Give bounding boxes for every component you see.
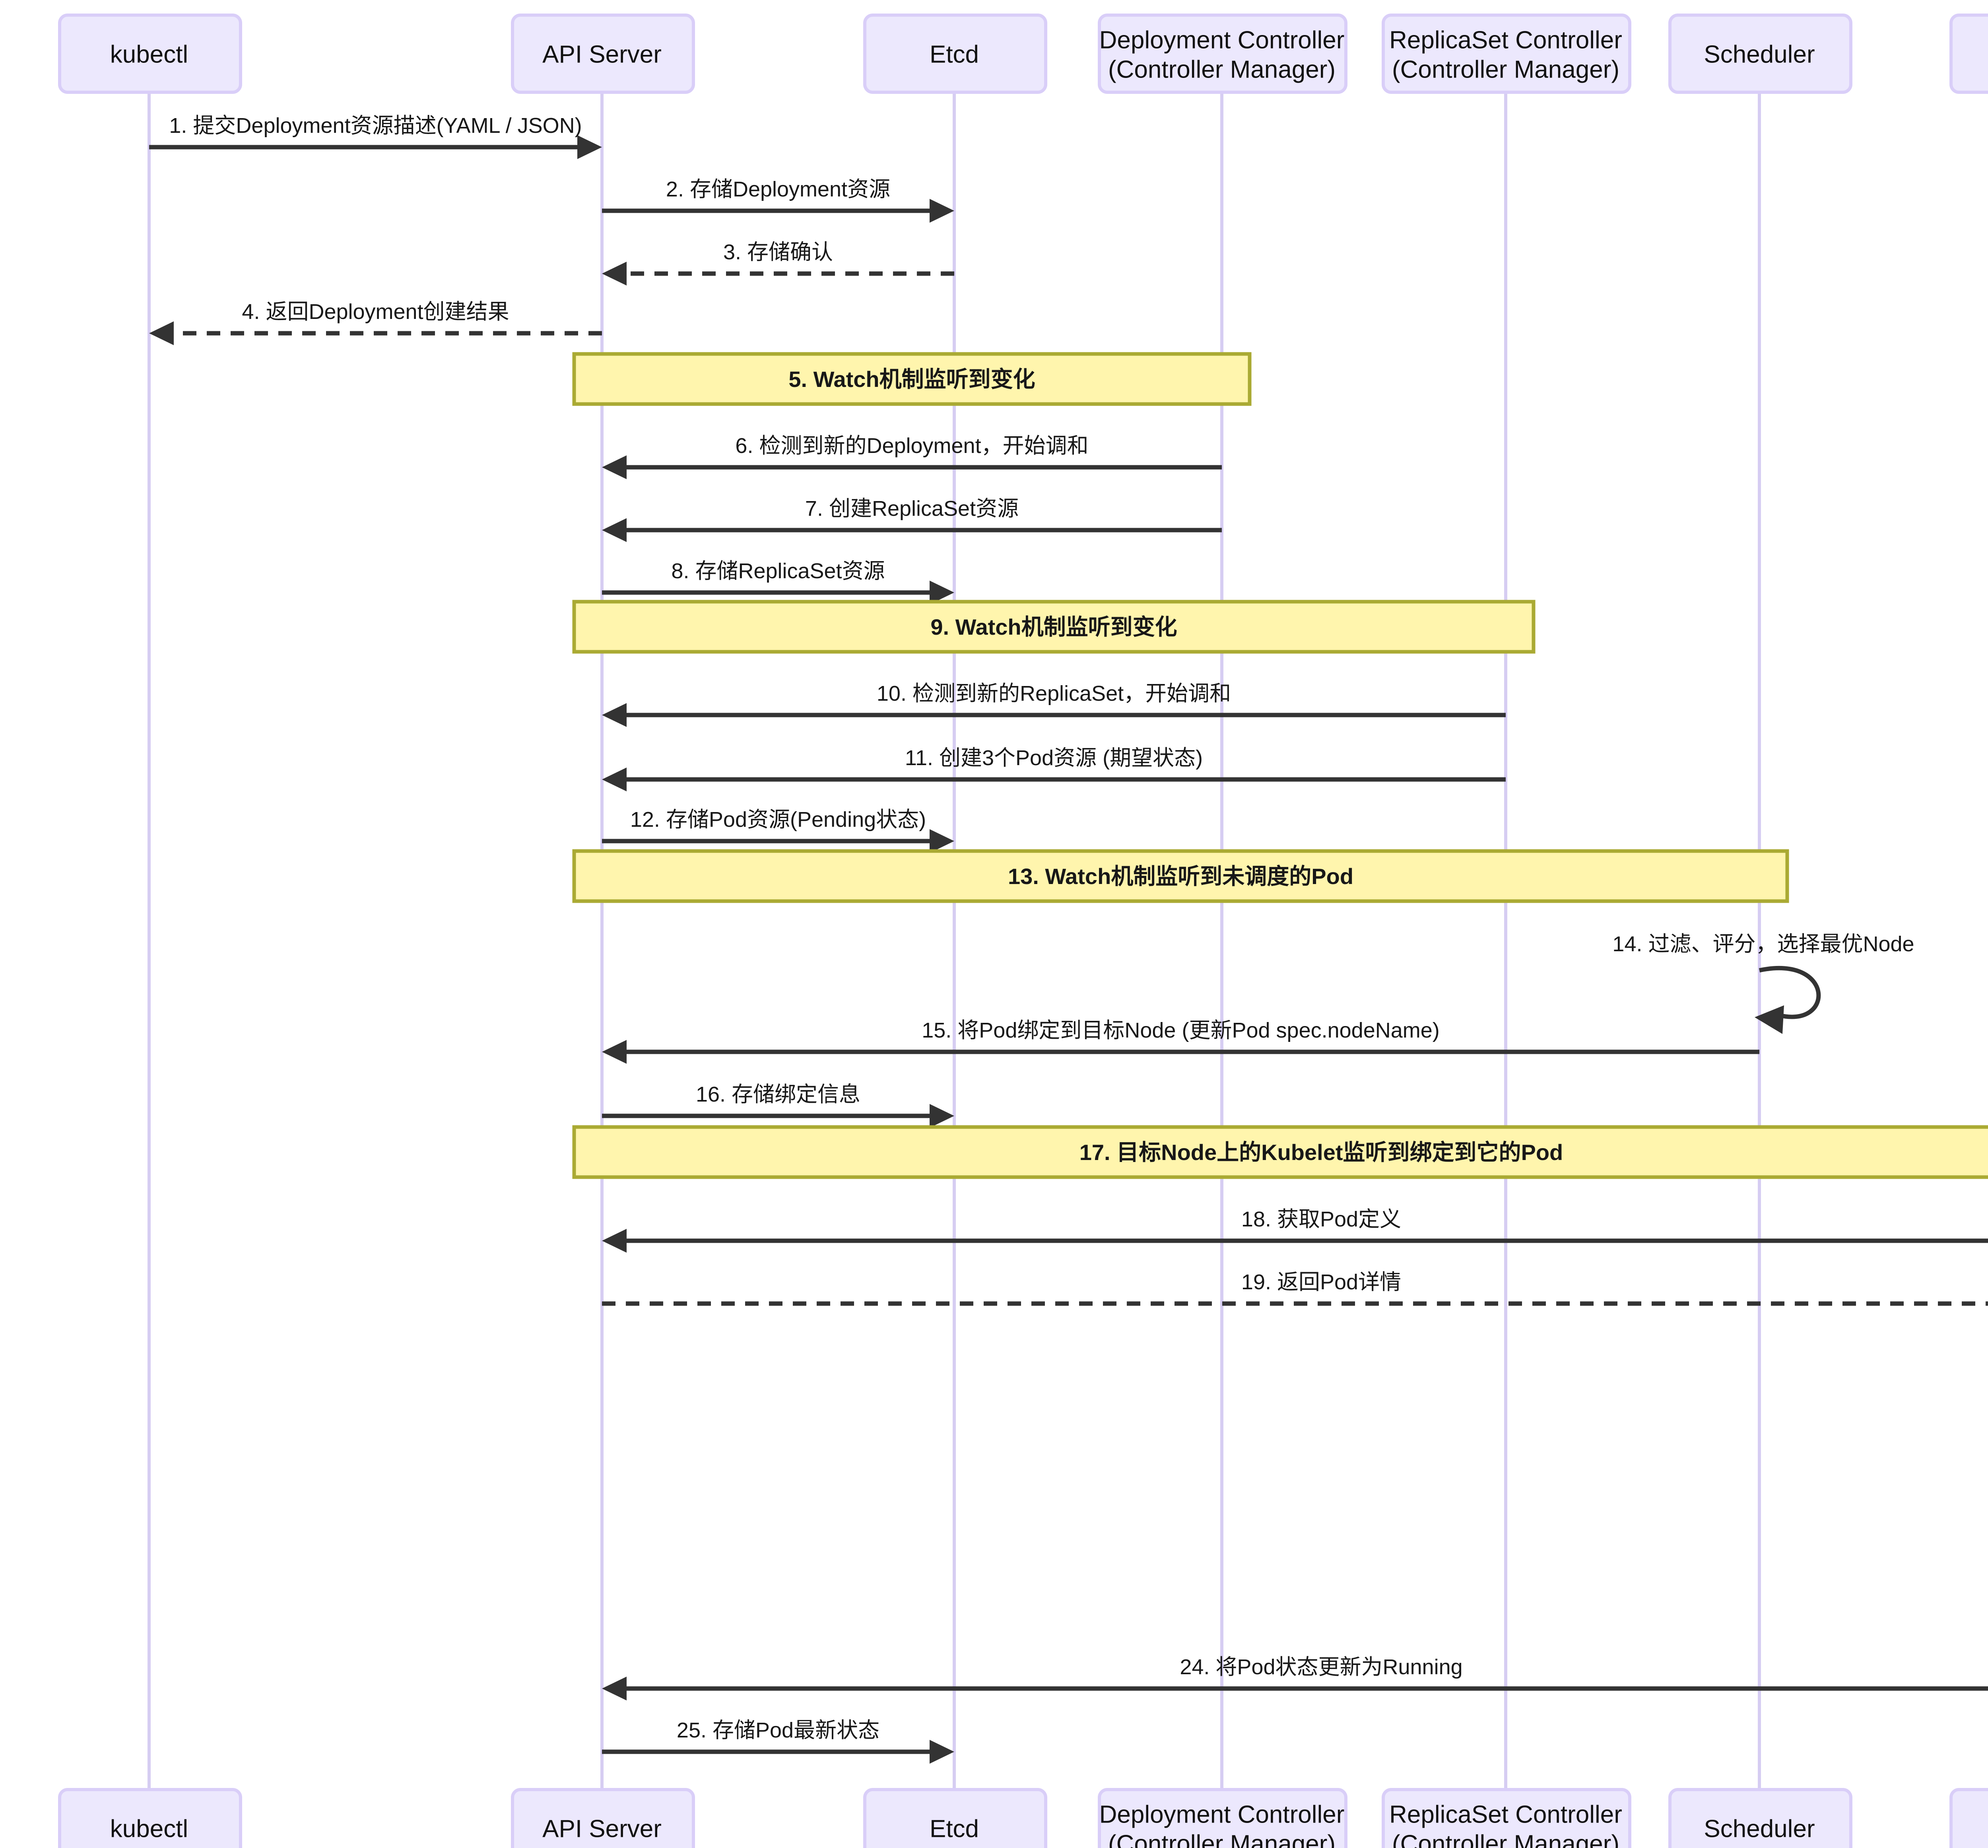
participant-footer-kubelet[interactable]: Kubelet — [1949, 1788, 1988, 1848]
arrow-head — [602, 1040, 627, 1064]
message-11[interactable]: 11. 创建3个Pod资源 (期望状态) — [602, 746, 1506, 791]
message-label: 1. 提交Deployment资源描述(YAML / JSON) — [169, 114, 582, 138]
arrow-head — [930, 1104, 954, 1128]
participant-header-kubelet[interactable]: Kubelet — [1949, 14, 1988, 94]
self-loop-arc — [1759, 966, 1821, 1019]
participant-header-deployctl[interactable]: Deployment Controller(Controller Manager… — [1098, 14, 1347, 94]
note-label: 5. Watch机制监听到变化 — [788, 367, 1035, 392]
message-label: 3. 存储确认 — [723, 240, 833, 264]
participant-label: ReplicaSet Controller — [1389, 1801, 1622, 1828]
arrow-head — [602, 768, 627, 791]
message-3[interactable]: 3. 存储确认 — [602, 240, 954, 286]
participant-sublabel: (Controller Manager) — [1392, 56, 1619, 83]
message-6[interactable]: 6. 检测到新的Deployment，开始调和 — [602, 434, 1222, 479]
message-label: 6. 检测到新的Deployment，开始调和 — [735, 434, 1088, 458]
message-24[interactable]: 24. 将Pod状态更新为Running — [602, 1655, 1988, 1700]
message-label: 7. 创建ReplicaSet资源 — [805, 497, 1019, 521]
message-label: 25. 存储Pod最新状态 — [677, 1718, 879, 1742]
arrow-head — [930, 829, 954, 853]
participant-label: ReplicaSet Controller — [1389, 26, 1622, 54]
arrow-head — [602, 262, 627, 286]
message-label: 12. 存储Pod资源(Pending状态) — [630, 808, 926, 832]
participant-sublabel: (Controller Manager) — [1108, 1830, 1336, 1848]
message-4[interactable]: 4. 返回Deployment创建结果 — [149, 300, 602, 345]
participant-footer-kubectl[interactable]: kubectl — [58, 1788, 242, 1848]
message-8[interactable]: 8. 存储ReplicaSet资源 — [602, 559, 954, 604]
arrow-head — [602, 1229, 627, 1253]
message-15[interactable]: 15. 将Pod绑定到目标Node (更新Pod spec.nodeName) — [602, 1018, 1759, 1064]
participant-label: Deployment Controller — [1099, 1801, 1345, 1828]
message-10[interactable]: 10. 检测到新的ReplicaSet，开始调和 — [602, 682, 1506, 727]
message-19[interactable]: 19. 返回Pod详情 — [602, 1270, 1988, 1316]
arrow-head — [930, 199, 954, 223]
message-label: 15. 将Pod绑定到目标Node (更新Pod spec.nodeName) — [922, 1018, 1440, 1042]
participant-header-rsctl[interactable]: ReplicaSet Controller(Controller Manager… — [1382, 14, 1631, 94]
self-message-14[interactable]: 14. 过滤、评分，选择最优Node — [1612, 932, 1914, 1034]
note-13[interactable]: 13. Watch机制监听到未调度的Pod — [572, 849, 1789, 903]
self-message-label: 14. 过滤、评分，选择最优Node — [1612, 932, 1914, 956]
arrow-head — [602, 455, 627, 479]
note-17[interactable]: 17. 目标Node上的Kubelet监听到绑定到它的Pod — [572, 1125, 1988, 1179]
message-label: 16. 存储绑定信息 — [696, 1082, 860, 1106]
arrow-head — [930, 1740, 954, 1764]
message-16[interactable]: 16. 存储绑定信息 — [602, 1082, 954, 1128]
participant-label: Deployment Controller — [1099, 26, 1345, 54]
participant-header-etcd[interactable]: Etcd — [863, 14, 1047, 94]
arrow-head — [577, 135, 602, 159]
participant-label: Etcd — [930, 41, 979, 68]
arrow-head — [602, 1677, 627, 1700]
message-12[interactable]: 12. 存储Pod资源(Pending状态) — [602, 808, 954, 853]
message-layer: 1. 提交Deployment资源描述(YAML / JSON) 2. 存储Dep… — [149, 114, 1988, 1764]
participant-sublabel: (Controller Manager) — [1108, 56, 1336, 83]
arrow-head — [149, 321, 174, 345]
participant-header-kubectl[interactable]: kubectl — [58, 14, 242, 94]
message-label: 11. 创建3个Pod资源 (期望状态) — [905, 746, 1203, 770]
arrow-head — [930, 581, 954, 604]
participant-label: Scheduler — [1704, 41, 1815, 68]
message-label: 2. 存储Deployment资源 — [666, 177, 890, 201]
message-label: 24. 将Pod状态更新为Running — [1180, 1655, 1462, 1679]
note-label: 17. 目标Node上的Kubelet监听到绑定到它的Pod — [1079, 1140, 1563, 1165]
participant-label: kubectl — [110, 41, 188, 68]
message-2[interactable]: 2. 存储Deployment资源 — [602, 177, 954, 223]
participant-header-scheduler[interactable]: Scheduler — [1668, 14, 1852, 94]
arrow-head — [1755, 1005, 1784, 1034]
message-label: 8. 存储ReplicaSet资源 — [671, 559, 885, 583]
message-label: 4. 返回Deployment创建结果 — [242, 300, 509, 324]
participant-footer-rsctl[interactable]: ReplicaSet Controller (Controller Manager… — [1382, 1788, 1631, 1848]
participant-header-apiserver[interactable]: API Server — [511, 14, 695, 94]
participant-header-layer: kubectl API Server Etcd Deployment Controll… — [58, 14, 1988, 94]
participant-sublabel: (Controller Manager) — [1392, 1830, 1619, 1848]
note-9[interactable]: 9. Watch机制监听到变化 — [572, 600, 1536, 654]
arrow-head — [602, 703, 627, 727]
participant-label: Etcd — [930, 1815, 979, 1842]
note-label: 13. Watch机制监听到未调度的Pod — [1008, 864, 1353, 889]
message-7[interactable]: 7. 创建ReplicaSet资源 — [602, 497, 1222, 542]
arrow-head — [602, 518, 627, 542]
participant-footer-etcd[interactable]: Etcd — [863, 1788, 1047, 1848]
message-1[interactable]: 1. 提交Deployment资源描述(YAML / JSON) — [149, 114, 602, 159]
participant-footer-scheduler[interactable]: Scheduler — [1668, 1788, 1852, 1848]
message-18[interactable]: 18. 获取Pod定义 — [602, 1207, 1988, 1253]
participant-label: API Server — [542, 1815, 662, 1842]
participant-footer-apiserver[interactable]: API Server — [511, 1788, 695, 1848]
note-label: 9. Watch机制监听到变化 — [930, 614, 1177, 639]
note-5[interactable]: 5. Watch机制监听到变化 — [572, 352, 1252, 406]
message-label: 18. 获取Pod定义 — [1241, 1207, 1401, 1231]
participant-footer-deployctl[interactable]: Deployment Controller (Controller Manager… — [1098, 1788, 1347, 1848]
participant-label: API Server — [542, 41, 662, 68]
message-label: 10. 检测到新的ReplicaSet，开始调和 — [877, 682, 1231, 705]
message-25[interactable]: 25. 存储Pod最新状态 — [602, 1718, 954, 1764]
participant-footer-layer: kubectl API Server Etcd Deployment Controll… — [58, 1788, 1988, 1848]
message-label: 19. 返回Pod详情 — [1241, 1270, 1401, 1294]
note-layer: 5. Watch机制监听到变化 9. Watch机制监听到变化 13. Watch机… — [572, 352, 1988, 1179]
participant-label: Scheduler — [1704, 1815, 1815, 1842]
participant-label: kubectl — [110, 1815, 188, 1842]
